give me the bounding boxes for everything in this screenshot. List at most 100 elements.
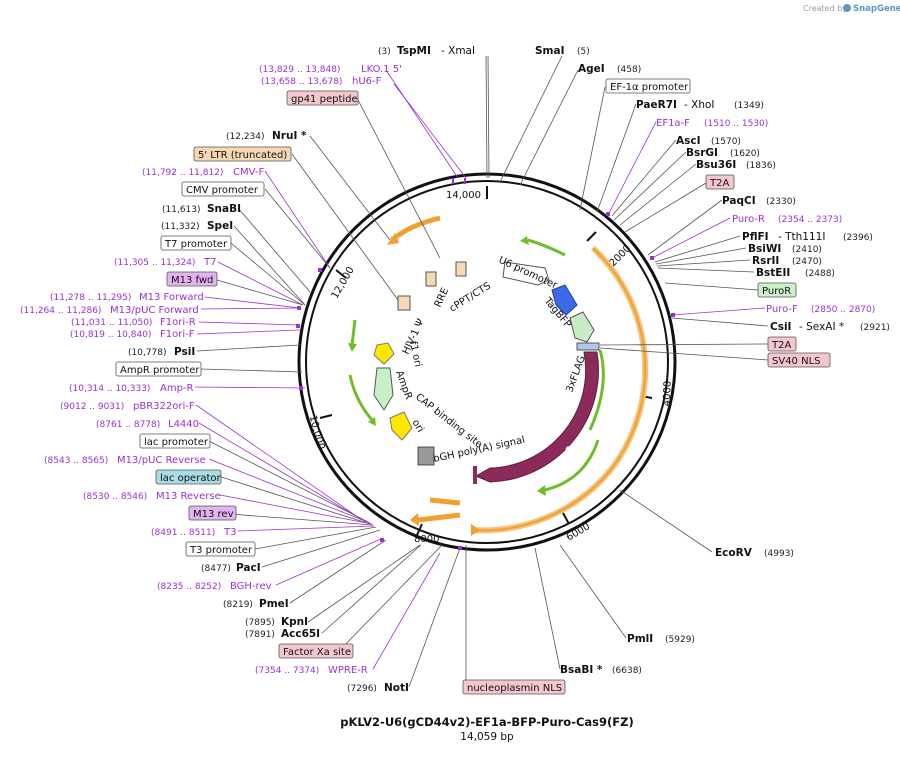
label-asci[interactable]: AscI (1570) xyxy=(676,135,741,147)
label-num: (13,829 .. 13,848) xyxy=(259,65,340,75)
label-paci[interactable]: (8477) PacI xyxy=(201,562,261,574)
label-num: (7895) xyxy=(245,618,275,628)
label-enzyme: BstEII xyxy=(756,267,790,279)
label-num: (11,332) xyxy=(161,222,200,232)
label-puror[interactable]: PuroR xyxy=(757,282,797,298)
label-noti[interactable]: (7296) NotI xyxy=(347,682,409,694)
lac-box xyxy=(417,446,435,466)
label-factor-xa-site[interactable]: Factor Xa site xyxy=(278,643,354,659)
label-5-ltr[interactable]: 5' LTR (truncated) xyxy=(193,146,292,162)
label-tspmi-xmai[interactable]: (3) TspMI - XmaI xyxy=(378,45,475,57)
label-csii-sexai[interactable]: CsiI - SexAI * (2921) xyxy=(770,321,890,333)
label-t2a-2[interactable]: T2A xyxy=(767,336,797,352)
label-m13-rev[interactable]: M13 rev xyxy=(188,505,237,521)
label-rsrii[interactable]: RsrII (2470) xyxy=(752,255,822,267)
label-snabi[interactable]: (11,613) SnaBI xyxy=(162,203,241,215)
label-t2a-1[interactable]: T2A xyxy=(705,174,735,190)
label-puro-r[interactable]: Puro-R (2354 .. 2373) xyxy=(732,214,842,225)
label-f1ori-f[interactable]: (10,819 .. 10,840) F1ori-F xyxy=(70,329,195,340)
label-smai[interactable]: SmaI (5) xyxy=(535,45,590,57)
label-feature: 5' LTR (truncated) xyxy=(198,150,287,161)
label-l4440[interactable]: (8761 .. 8778) L4440 xyxy=(96,419,199,430)
label-ampr-promoter[interactable]: AmpR promoter xyxy=(115,361,202,377)
label-pmli[interactable]: PmlI (5929) xyxy=(627,633,695,645)
snapgene-logo-icon xyxy=(843,4,851,12)
label-feature: EF-1α promoter xyxy=(610,82,689,93)
label-bsteii[interactable]: BstEII (2488) xyxy=(756,267,835,279)
label-f1ori-r[interactable]: (11,031 .. 11,050) F1ori-R xyxy=(71,317,196,328)
label-num: (3) xyxy=(378,47,391,57)
label-bsiwi[interactable]: BsiWI (2410) xyxy=(748,243,822,255)
label-amp-r[interactable]: (10,314 .. 10,333) Amp-R xyxy=(69,383,194,394)
label-lac-operator[interactable]: lac operator xyxy=(155,469,221,485)
label-feature: M13 fwd xyxy=(171,275,213,286)
label-enzyme: BsiWI xyxy=(748,243,781,255)
label-num: (1570) xyxy=(711,137,741,147)
label-cmv-promoter[interactable]: CMV promoter xyxy=(181,181,265,197)
label-hu6-f[interactable]: (13,658 .. 13,678) hU6-F xyxy=(261,76,382,87)
label-agei[interactable]: AgeI (458) xyxy=(578,63,641,75)
label-nrui[interactable]: (12,234) NruI * xyxy=(226,130,307,142)
label-bsu36i[interactable]: Bsu36I (1836) xyxy=(696,159,776,171)
label-enzyme: SnaBI xyxy=(207,203,241,215)
label-pmei[interactable]: (8219) PmeI xyxy=(223,598,289,610)
label-bgh-rev[interactable]: (8235 .. 8252) BGH-rev xyxy=(157,581,272,592)
label-psii[interactable]: (10,778) PsiI xyxy=(128,346,195,358)
tick-marks xyxy=(319,186,653,536)
label-bsrgi[interactable]: BsrGI (1620) xyxy=(686,147,760,159)
label-bsabi[interactable]: BsaBI * (6638) xyxy=(560,664,642,676)
label-cmv-f[interactable]: (11,792 .. 11,812) CMV-F xyxy=(142,167,264,178)
label-acc65i[interactable]: (7891) Acc65I xyxy=(245,628,320,640)
label-paqci[interactable]: PaqCI (2330) xyxy=(722,195,796,207)
label-ef1a-promoter[interactable]: EF-1α promoter xyxy=(605,78,691,94)
label-m13-forward[interactable]: (11,278 .. 11,295) M13 Forward xyxy=(50,292,204,303)
label-primer: pBR322ori-F xyxy=(133,401,195,412)
label-enzyme: SpeI xyxy=(207,220,233,232)
label-ef1a-f[interactable]: EF1a-F (1510 .. 1530) xyxy=(656,118,768,129)
label-num: (7891) xyxy=(245,630,275,640)
label-spei[interactable]: (11,332) SpeI xyxy=(161,220,233,232)
label-enzyme: BsaBI * xyxy=(560,664,603,676)
label-t7[interactable]: (11,305 .. 11,324) T7 xyxy=(114,257,216,268)
label-num: (2396) xyxy=(843,233,873,243)
label-enzyme: PaqCI xyxy=(722,195,756,207)
label-pflfi-tth111i[interactable]: PflFI - Tth111I (2396) xyxy=(742,231,873,243)
label-nucleoplasmin-nls[interactable]: nucleoplasmin NLS xyxy=(462,679,566,695)
label-t3-promoter[interactable]: T3 promoter xyxy=(185,541,256,557)
label-lko1-5[interactable]: (13,829 .. 13,848) LKO.1 5' xyxy=(259,64,402,75)
label-gp41-peptide[interactable]: gp41 peptide xyxy=(286,90,359,106)
label-lac-promoter[interactable]: lac promoter xyxy=(139,433,211,449)
label-num: (1349) xyxy=(734,101,764,111)
label-kpni[interactable]: (7895) KpnI xyxy=(245,616,308,628)
label-m13-puc-reverse[interactable]: (8543 .. 8565) M13/pUC Reverse xyxy=(44,455,206,466)
primer-site-marks xyxy=(296,178,675,550)
snapgene-branding: Created by SnapGene xyxy=(803,4,900,14)
label-sv40-nls[interactable]: SV40 NLS xyxy=(767,352,831,368)
label-t3[interactable]: (8491 .. 8511) T3 xyxy=(151,527,236,538)
label-enzyme: AscI xyxy=(676,135,701,147)
label-primer: CMV-F xyxy=(233,167,264,178)
label-m13-fwd[interactable]: M13 fwd xyxy=(166,271,218,287)
label-m13-reverse[interactable]: (8530 .. 8546) M13 Reverse xyxy=(83,491,221,502)
label-ecorv[interactable]: EcoRV (4993) xyxy=(715,547,794,559)
label-num: (8530 .. 8546) xyxy=(83,492,147,502)
label-primer: M13/pUC Reverse xyxy=(117,455,206,466)
label-puro-f[interactable]: Puro-F (2850 .. 2870) xyxy=(766,304,875,315)
label-primer: M13 Forward xyxy=(139,292,204,303)
label-m13-puc-forward[interactable]: (11,264 .. 11,286) M13/pUC Forward xyxy=(20,305,199,316)
inner-label-cppt: cPPT/CTS xyxy=(448,281,493,315)
label-num: (1620) xyxy=(730,149,760,159)
label-num: (8477) xyxy=(201,564,231,574)
label-num: (8761 .. 8778) xyxy=(96,420,160,430)
label-primer: M13/pUC Forward xyxy=(110,305,199,316)
label-pbr322ori-f[interactable]: (9012 .. 9031) pBR322ori-F xyxy=(60,401,195,412)
label-enzyme: PsiI xyxy=(174,346,195,358)
label-paer7i-xhoi[interactable]: PaeR7I - XhoI (1349) xyxy=(636,99,764,111)
label-num: (11,278 .. 11,295) xyxy=(50,293,131,303)
label-primer: T7 xyxy=(203,257,216,268)
label-feature: gp41 peptide xyxy=(291,94,358,105)
label-wpre-r[interactable]: (7354 .. 7374) WPRE-R xyxy=(255,665,368,676)
label-num: (7354 .. 7374) xyxy=(255,666,319,676)
label-t7-promoter[interactable]: T7 promoter xyxy=(160,235,232,251)
tagbfp-arrow xyxy=(551,284,578,316)
